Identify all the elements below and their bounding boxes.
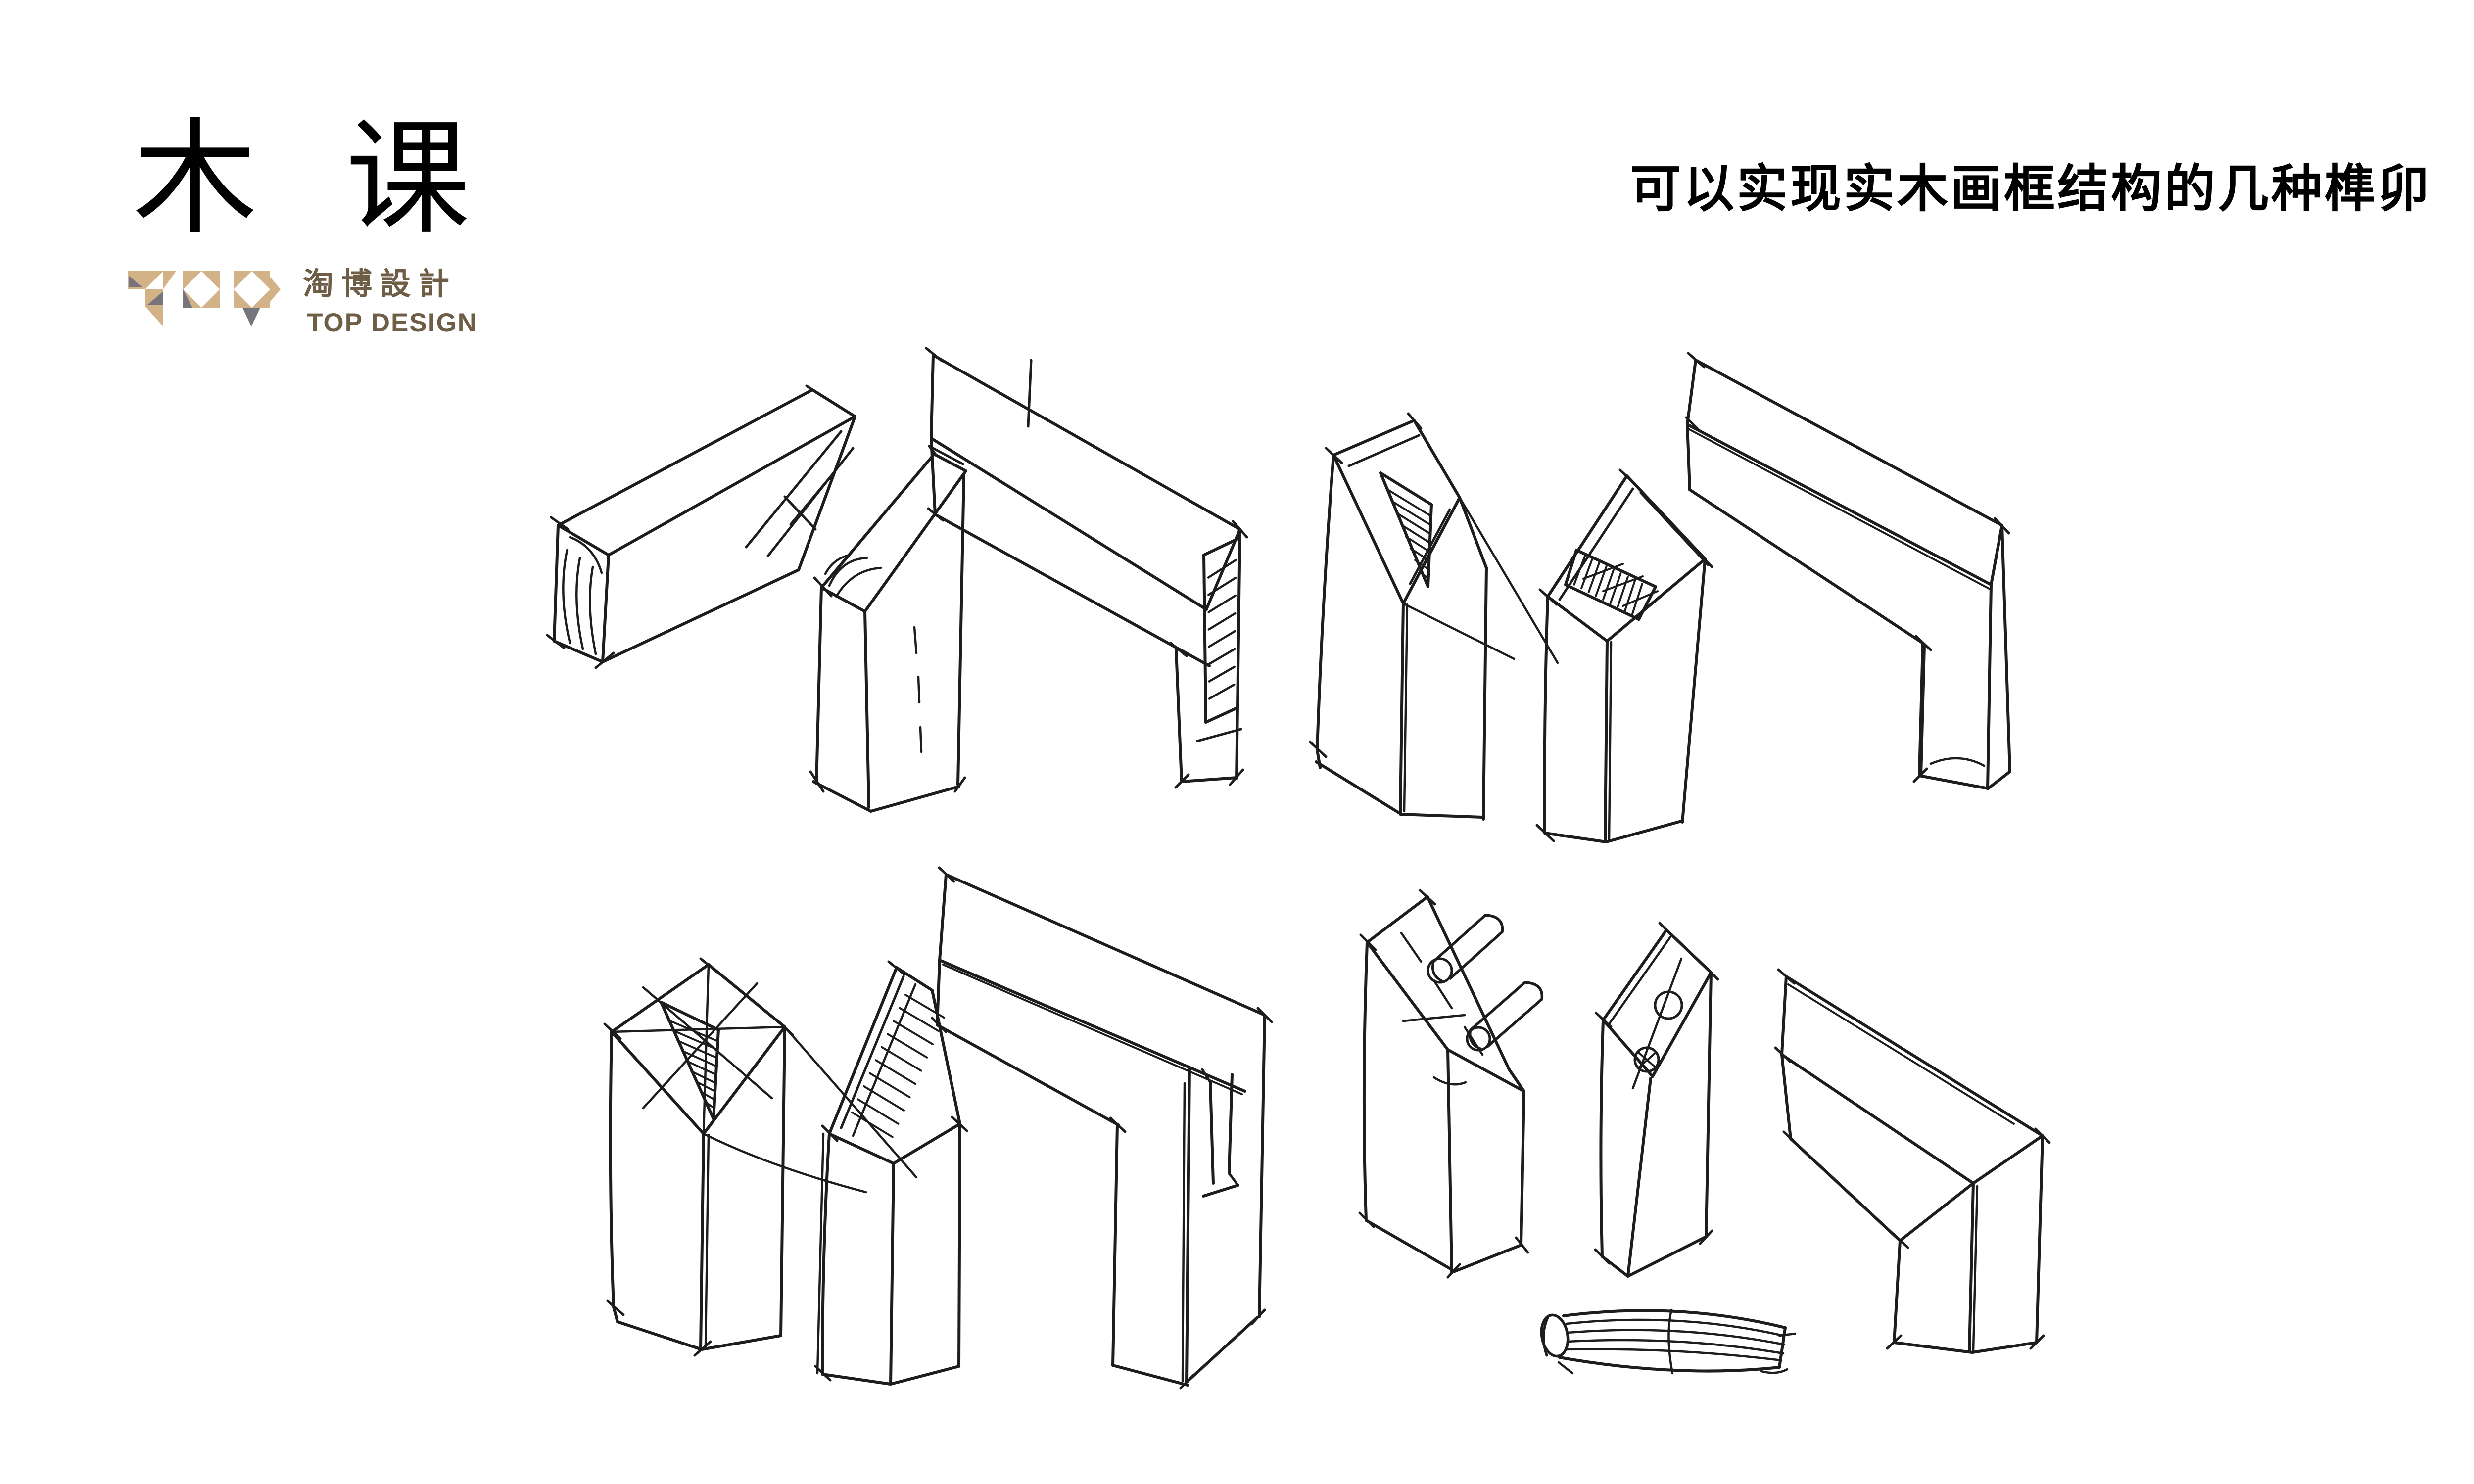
fluted-dowel-sketch [1540,1308,1797,1375]
corner-joint-plain-sketch [1685,352,2011,790]
logo-tile [234,271,270,308]
logo-tile [242,308,260,326]
miter-spline-posts-sketch [1309,412,1713,843]
top-design-logo-mark [128,271,281,326]
wordmark-char-mu: 木 [133,109,258,248]
logo-tile [145,271,163,289]
logo-tile [234,291,242,308]
logo-tile [270,277,281,302]
rail-and-mitered-post-sketch [546,384,967,813]
logo-tile [163,271,176,289]
logo-tile [147,291,163,305]
slide-title: 可以实现实木画框结构的几种榫卯 [1630,160,2431,217]
assembled-miter-corner-sketch [1774,968,2051,1354]
logo-cn-text: 淘博設計 [303,267,458,301]
brand-wordmark: 木 课 [133,117,470,241]
wordmark-char-ke: 课 [345,109,471,248]
logo-tile [145,307,163,326]
miter-spline-posts-heavy-sketch [603,957,968,1386]
corner-joint-through-tenon-sketch [925,347,1248,789]
logo-tile [183,289,192,308]
corner-joint-mortise-sketch [931,866,1273,1390]
doweled-miter-posts-sketch [1358,889,1719,1279]
logo-tile [183,271,220,308]
logo-en-text: TOP DESIGN [307,308,477,337]
logo-tile [129,276,143,287]
